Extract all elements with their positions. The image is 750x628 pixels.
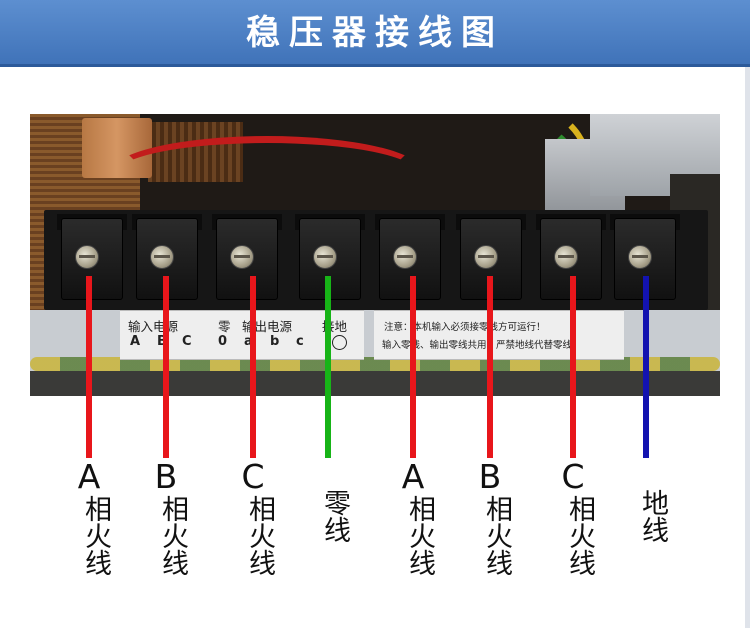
plate-letter-out-c: c [296, 334, 304, 349]
input-power-label: 输入电源 [128, 319, 179, 334]
terminal-lead-wire-3 [250, 276, 256, 458]
terminal-caption-2: 相火线 [157, 495, 188, 576]
terminal-lead-wire-7 [570, 276, 576, 458]
terminal-caption-7: 相火线 [564, 495, 595, 576]
terminal-lead-wire-8 [643, 276, 649, 458]
screw-slot [234, 255, 250, 258]
terminal-lead-wire-5 [410, 276, 416, 458]
screw-slot [397, 255, 413, 258]
terminal-phase-letter-2: B [154, 457, 178, 496]
terminal-phase-letter-7: C [561, 457, 585, 496]
terminal-caption-4: 零线 [319, 489, 350, 543]
terminal-photo: 输入电源 零 输出电源 接地 A B C 0 a b c 注意：本机输入必须接零… [30, 114, 720, 396]
terminal-caption-5: 相火线 [404, 495, 435, 576]
terminal-screw-icon [150, 245, 174, 269]
terminal-caption-8: 地线 [637, 489, 668, 543]
terminal-lead-wire-4 [325, 276, 331, 458]
screw-slot [154, 255, 170, 258]
title-banner [0, 0, 750, 66]
terminal-screw-icon [628, 245, 652, 269]
plate-letter-out-b: b [270, 334, 280, 349]
terminal-screw-icon [313, 245, 337, 269]
red-internal-wire [110, 136, 424, 210]
ground-symbol-icon [332, 335, 347, 350]
screw-slot [478, 255, 494, 258]
terminal-screw-icon [393, 245, 417, 269]
terminal-screw-icon [75, 245, 99, 269]
plate-letter-out-a: a [244, 334, 253, 349]
cabinet-floor [30, 371, 720, 396]
screw-slot [317, 255, 333, 258]
zero-label: 零 [218, 319, 231, 334]
screw-slot [558, 255, 574, 258]
terminal-phase-letter-1: A [77, 457, 101, 496]
terminal-lead-wire-1 [86, 276, 92, 458]
terminal-phase-letter-6: B [478, 457, 502, 496]
terminal-caption-3: 相火线 [244, 495, 275, 576]
page-title: 稳压器接线图 [246, 13, 504, 53]
terminal-screw-icon [230, 245, 254, 269]
terminal-screw-icon [474, 245, 498, 269]
plate-letter-b: B [157, 334, 167, 349]
title-banner-rule [0, 64, 750, 67]
warning-note-1: 注意：本机输入必须接零线方可运行！ [384, 322, 546, 333]
terminal-caption-1: 相火线 [80, 495, 111, 576]
terminal-lead-wire-2 [163, 276, 169, 458]
screw-slot [79, 255, 95, 258]
terminal-screw-icon [554, 245, 578, 269]
terminal-phase-letter-5: A [401, 457, 425, 496]
plate-letter-c: C [182, 334, 192, 349]
terminal-caption-6: 相火线 [481, 495, 512, 576]
ground-cable [30, 357, 720, 371]
plate-letter-a: A [130, 334, 141, 349]
page-right-edge [745, 67, 750, 628]
plate-letter-0: 0 [218, 334, 228, 349]
terminal-lead-wire-6 [487, 276, 493, 458]
screw-slot [632, 255, 648, 258]
terminal-phase-letter-3: C [241, 457, 265, 496]
warning-note-2: 输入零线、输出零线共用，严禁地线代替零线。 [382, 340, 582, 351]
